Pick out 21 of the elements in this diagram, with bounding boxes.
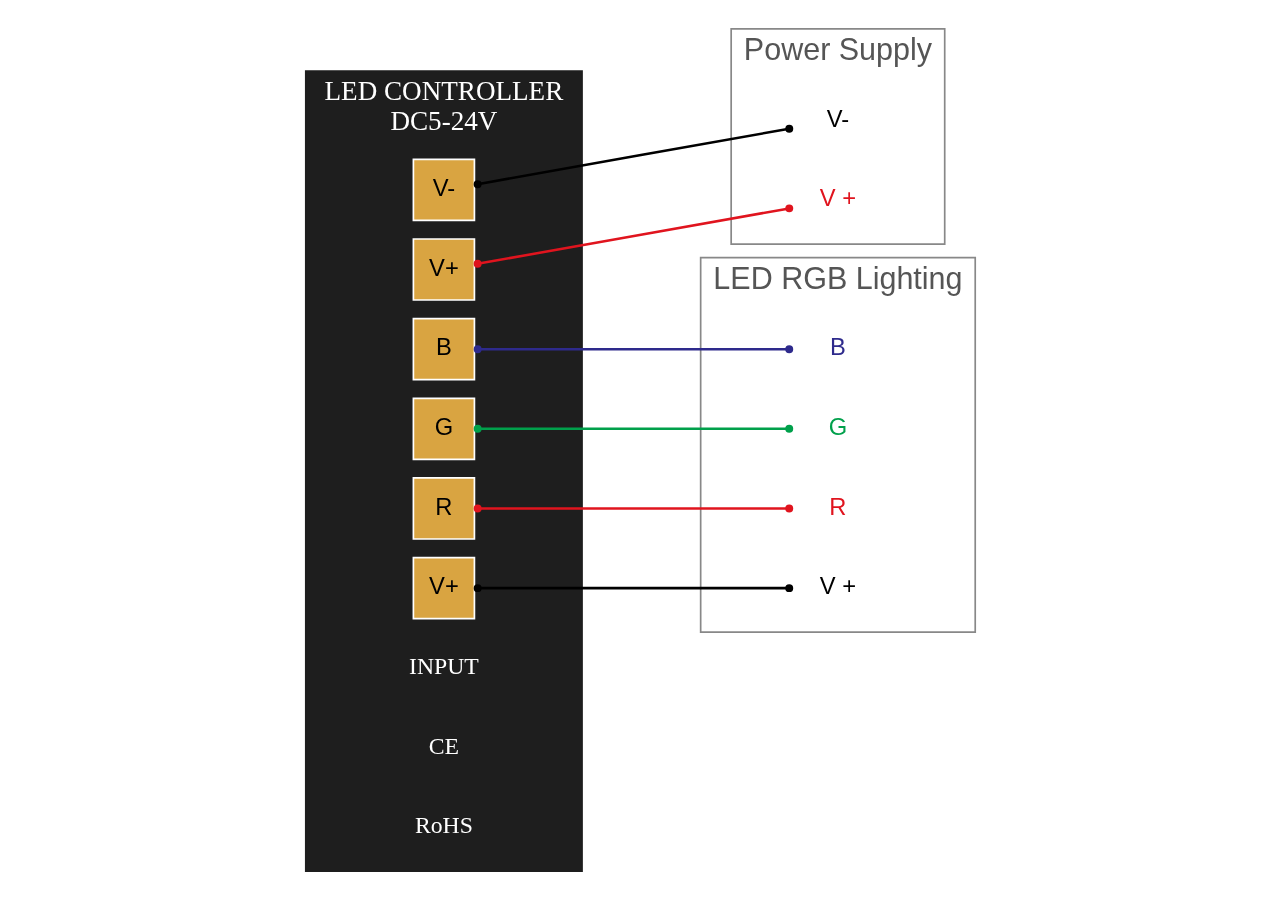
connector [473, 204, 793, 268]
connector [473, 504, 793, 513]
connector [473, 584, 793, 593]
connector [473, 424, 793, 433]
node-box: V- [412, 158, 475, 222]
node-box: V+ [412, 556, 475, 620]
label: RoHS [414, 812, 473, 839]
node-text: G [828, 414, 847, 441]
node-text: V- [826, 105, 849, 132]
node-text: V + [819, 573, 856, 600]
connector [473, 124, 793, 189]
label: CE [428, 732, 459, 759]
connector [473, 345, 793, 354]
node-text: B [829, 334, 846, 361]
node-box: R [412, 477, 475, 540]
node-box: G [412, 397, 475, 461]
node-text: V + [819, 185, 856, 212]
node-box: V+ [412, 238, 475, 301]
node-text: R [828, 493, 847, 520]
node-box: B [412, 317, 475, 381]
label: INPUT [408, 653, 479, 680]
